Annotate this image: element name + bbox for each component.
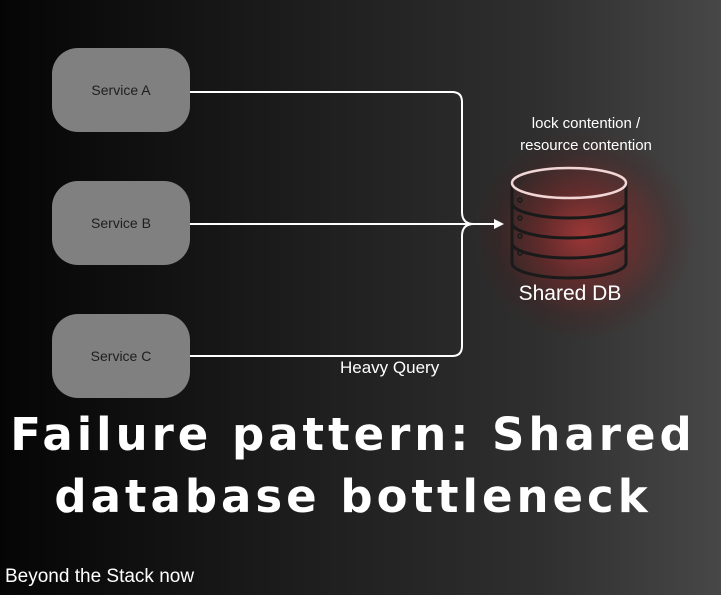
heavy-query-label: Heavy Query	[340, 358, 440, 377]
contention-annotation: lock contention / resource contention	[486, 113, 686, 157]
service-a-label: Service A	[91, 82, 151, 98]
title-line-1: Failure pattern: Shared	[10, 408, 696, 461]
service-b-node: Service B	[52, 181, 190, 265]
title-line-2: database bottleneck	[54, 470, 652, 523]
service-b-label: Service B	[91, 215, 151, 231]
contention-line-1: lock contention /	[531, 115, 641, 132]
service-c-label: Service C	[90, 348, 152, 364]
shared-db-label: Shared DB	[518, 282, 622, 305]
edge-service-a-to-db	[190, 91, 502, 225]
footer-credit: Beyond the Stack now	[5, 566, 195, 587]
page-title: Failure pattern: Shared database bottlen…	[0, 404, 706, 528]
service-a-node: Service A	[52, 48, 190, 132]
edge-service-c-to-db	[190, 223, 502, 357]
service-c-node: Service C	[52, 314, 190, 398]
contention-line-2: resource contention	[520, 137, 652, 154]
database-icon	[510, 166, 628, 280]
